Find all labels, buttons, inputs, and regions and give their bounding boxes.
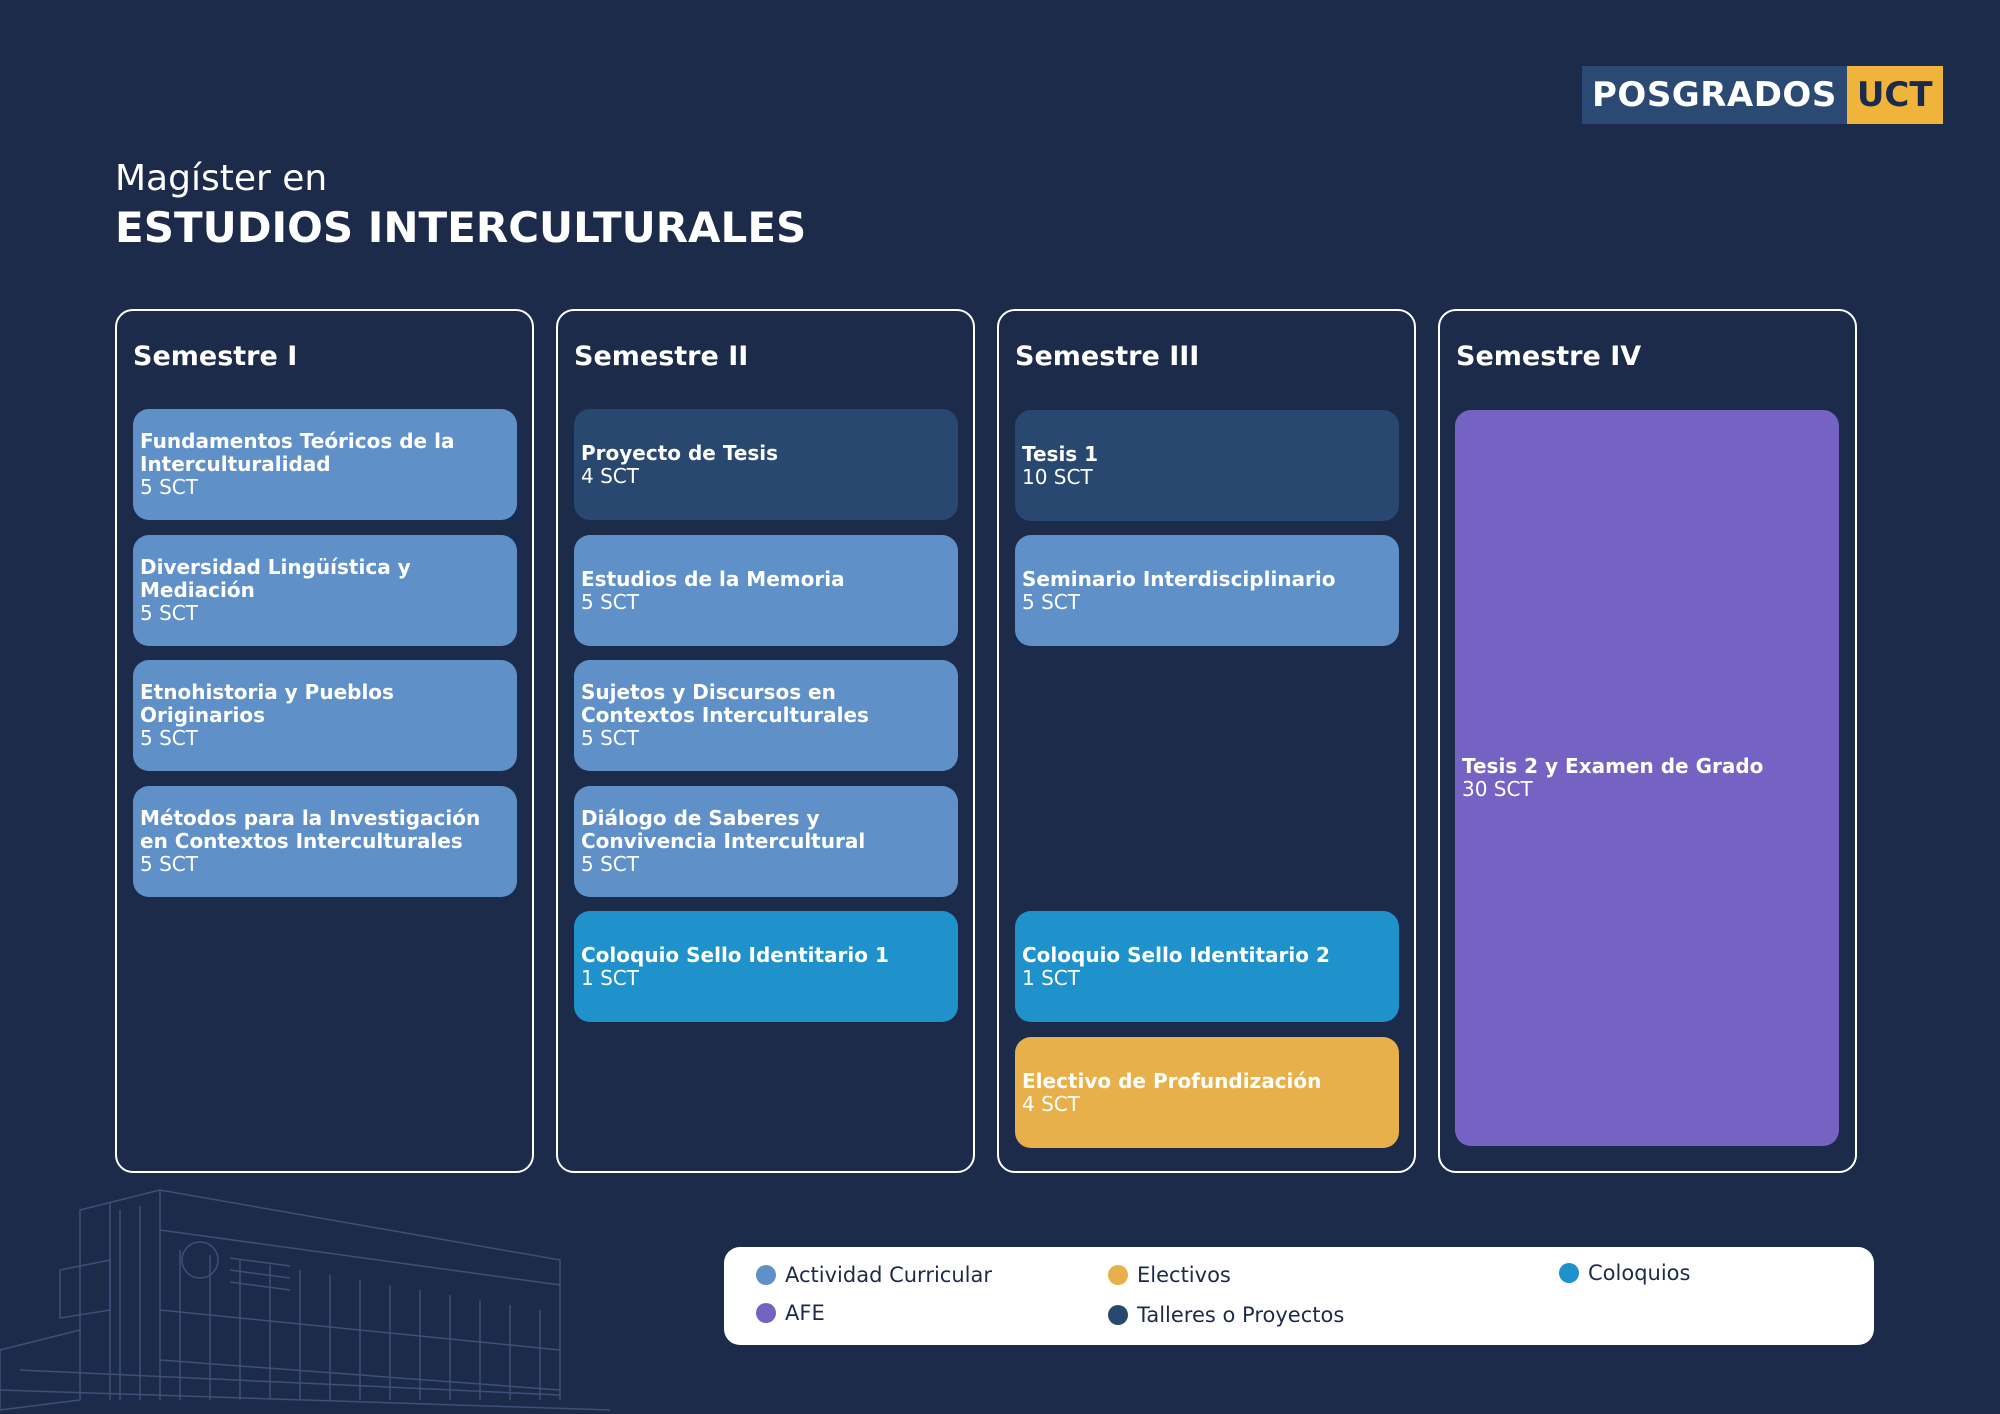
course-card[interactable]: Tesis 1 10 SCT: [1015, 410, 1399, 521]
course-card[interactable]: Diversidad Lingüística y Mediación 5 SCT: [133, 535, 517, 646]
course-card[interactable]: Proyecto de Tesis 4 SCT: [574, 409, 958, 520]
semester-1-column: Semestre I Fundamentos Teóricos de la In…: [115, 309, 534, 1173]
course-name: Diversidad Lingüística y Mediación: [140, 555, 411, 602]
legend-dot-electivos: [1108, 1265, 1128, 1285]
posgrados-uct-logo: POSGRADOS UCT: [1582, 66, 1943, 124]
course-credits: 5 SCT: [140, 852, 198, 876]
campus-building-illustration: [0, 1189, 610, 1411]
semester-1-title: Semestre I: [133, 341, 298, 372]
legend-item: Electivos: [1108, 1263, 1231, 1287]
legend-item: AFE: [756, 1301, 825, 1325]
course-card[interactable]: Tesis 2 y Examen de Grado 30 SCT: [1455, 410, 1839, 1146]
course-card[interactable]: Diálogo de Saberes y Convivencia Intercu…: [574, 786, 958, 897]
semester-2-column: Semestre II Proyecto de Tesis 4 SCT Estu…: [556, 309, 975, 1173]
semester-3-column: Semestre III Tesis 1 10 SCT Seminario In…: [997, 309, 1416, 1173]
course-card[interactable]: Fundamentos Teóricos de la Intercultural…: [133, 409, 517, 520]
legend-label: AFE: [785, 1301, 825, 1325]
course-name: Tesis 1: [1022, 441, 1099, 466]
course-credits: 1 SCT: [581, 965, 639, 990]
course-credits: 5 SCT: [140, 475, 198, 499]
course-name: Tesis 2 y Examen de Grado: [1462, 754, 1764, 778]
legend-dot-afe: [756, 1303, 776, 1323]
course-credits: 5 SCT: [581, 726, 639, 750]
course-name: Coloquio Sello Identitario 2: [1022, 942, 1330, 967]
course-credits: 30 SCT: [1462, 777, 1533, 801]
course-credits: 5 SCT: [581, 589, 639, 614]
course-card[interactable]: Coloquio Sello Identitario 1 1 SCT: [574, 911, 958, 1022]
course-card[interactable]: Coloquio Sello Identitario 2 1 SCT: [1015, 911, 1399, 1022]
course-credits: 1 SCT: [1022, 965, 1080, 990]
legend-dot-coloquios: [1559, 1263, 1579, 1283]
course-credits: 4 SCT: [581, 463, 639, 488]
legend-label: Coloquios: [1588, 1261, 1691, 1285]
course-credits: 5 SCT: [1022, 589, 1080, 614]
legend: Actividad Curricular AFE Electivos Talle…: [724, 1247, 1874, 1345]
course-name: Estudios de la Memoria: [581, 566, 845, 591]
course-name: Electivo de Profundización: [1022, 1068, 1322, 1093]
course-card[interactable]: Métodos para la Investigación en Context…: [133, 786, 517, 897]
legend-item: Actividad Curricular: [756, 1263, 992, 1287]
legend-item: Talleres o Proyectos: [1108, 1303, 1344, 1327]
course-card[interactable]: Seminario Interdisciplinario 5 SCT: [1015, 535, 1399, 646]
course-card[interactable]: Electivo de Profundización 4 SCT: [1015, 1037, 1399, 1148]
program-subtitle: Magíster en: [115, 158, 328, 199]
legend-dot-talleres-o-proyectos: [1108, 1305, 1128, 1325]
program-title: ESTUDIOS INTERCULTURALES: [115, 203, 807, 252]
logo-text-uct: UCT: [1846, 66, 1943, 124]
course-name: Coloquio Sello Identitario 1: [581, 942, 889, 967]
course-credits: 5 SCT: [140, 726, 198, 750]
legend-item: Coloquios: [1559, 1261, 1690, 1285]
course-credits: 5 SCT: [581, 852, 639, 876]
course-credits: 5 SCT: [140, 601, 198, 625]
legend-label: Electivos: [1137, 1263, 1231, 1287]
legend-label: Actividad Curricular: [785, 1263, 992, 1287]
course-name: Seminario Interdisciplinario: [1022, 566, 1336, 591]
semester-3-title: Semestre III: [1015, 341, 1200, 372]
course-name: Proyecto de Tesis: [581, 440, 779, 465]
course-credits: 4 SCT: [1022, 1091, 1080, 1116]
logo-text-posgrados: POSGRADOS: [1582, 66, 1847, 124]
semester-2-title: Semestre II: [574, 341, 749, 372]
course-credits: 10 SCT: [1022, 464, 1093, 489]
course-name: Diálogo de Saberes y Convivencia Intercu…: [581, 806, 866, 853]
course-card[interactable]: Etnohistoria y Pueblos Originarios 5 SCT: [133, 660, 517, 771]
course-card[interactable]: Estudios de la Memoria 5 SCT: [574, 535, 958, 646]
course-name: Sujetos y Discursos en Contextos Intercu…: [581, 680, 869, 727]
semester-4-column: Semestre IV Tesis 2 y Examen de Grado 30…: [1438, 309, 1857, 1173]
course-card[interactable]: Sujetos y Discursos en Contextos Intercu…: [574, 660, 958, 771]
course-name: Métodos para la Investigación en Context…: [140, 806, 481, 853]
legend-label: Talleres o Proyectos: [1137, 1303, 1345, 1327]
course-name: Fundamentos Teóricos de la Intercultural…: [140, 429, 455, 476]
course-name: Etnohistoria y Pueblos Originarios: [140, 680, 394, 727]
legend-dot-actividad-curricular: [756, 1265, 776, 1285]
semester-4-title: Semestre IV: [1456, 341, 1642, 372]
